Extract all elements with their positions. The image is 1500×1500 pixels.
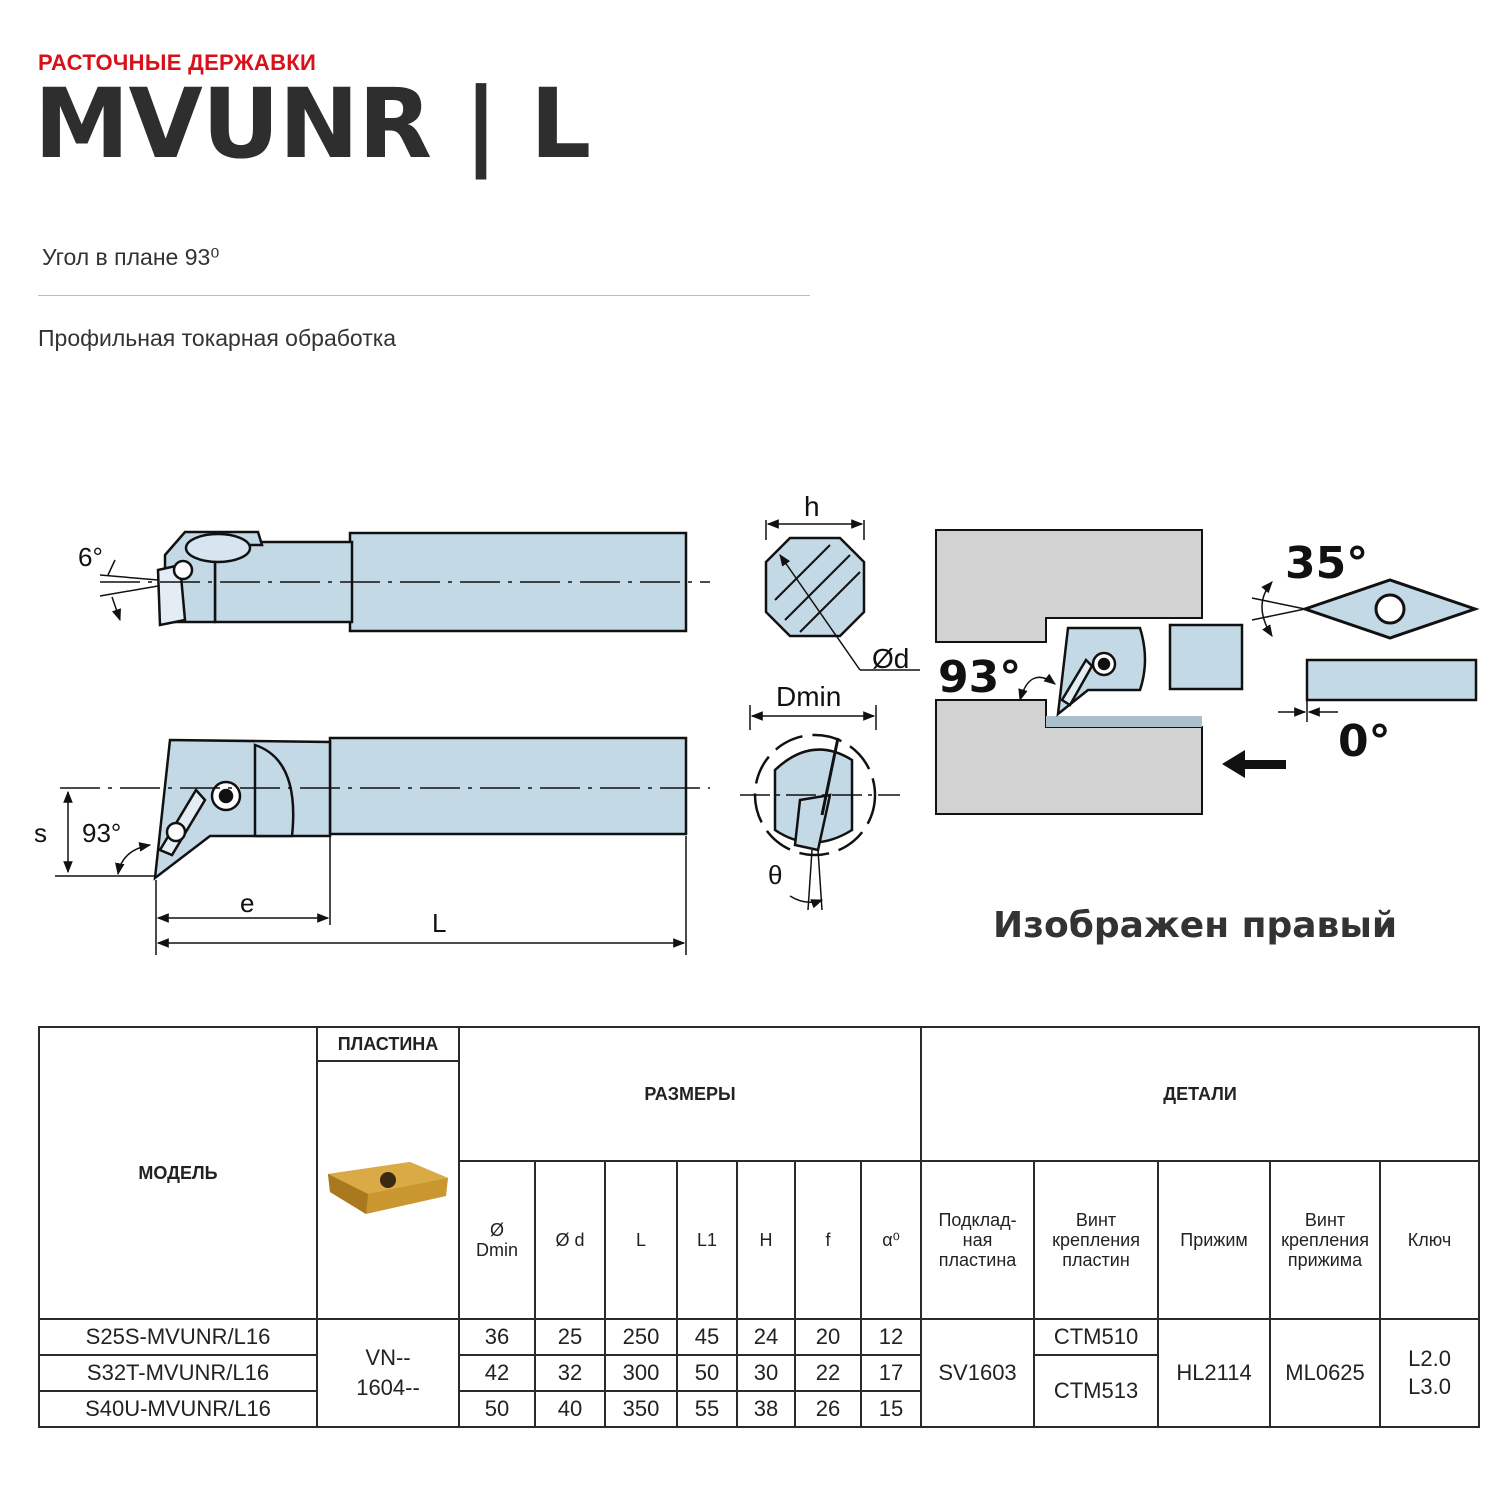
col-L: L [604,1160,678,1320]
header-model: МОДЕЛЬ [38,1026,318,1320]
subtitle: Профильная токарная обработка [38,325,397,351]
dim-cell: 300 [604,1354,678,1392]
feed-arrow-icon [1222,750,1286,778]
model-cell: S40U-MVUNR/L16 [38,1390,318,1428]
col-d: Ø d [534,1160,606,1320]
dim-cell: 32 [534,1354,606,1392]
label-angle-35: 35° [1285,538,1368,589]
shank-section [764,536,866,638]
dim-cell: 50 [458,1390,536,1428]
label-theta: θ [768,860,782,890]
dim-cell: 26 [794,1390,862,1428]
col-L1: L1 [676,1160,738,1320]
label-h: h [804,491,820,522]
label-angle-93-big: 93° [938,652,1021,703]
dim-cell: 40 [534,1390,606,1428]
col-alpha: α⁰ [859,1160,923,1320]
insert-diamond [1300,578,1480,640]
dim-cell: 38 [736,1390,796,1428]
model-cell: S32T-MVUNR/L16 [38,1354,318,1392]
dim-cell: 22 [794,1354,862,1392]
dim-cell: 20 [794,1318,862,1356]
side-view-bar [153,736,688,881]
dim-cell: 250 [604,1318,678,1356]
header-insert: ПЛАСТИНА [316,1026,460,1062]
label-L: L [432,908,446,938]
technical-drawing: 6° s 93° e L h Ød Dmin [34,491,1480,955]
screw-top-cell: CTM510 [1033,1318,1160,1356]
angle-info: Угол в плане 93⁰ [42,244,220,270]
label-angle-0: 0° [1338,716,1391,767]
label-angle-6: 6° [78,542,103,572]
col-f: f [794,1160,862,1320]
label-e: e [240,888,254,918]
dim-cell: 17 [859,1354,923,1392]
header-dimensions: РАЗМЕРЫ [457,1026,923,1162]
dmin-section [753,733,877,857]
col-dmin: Ø Dmin [458,1160,536,1320]
drawing-caption: Изображен правый [993,905,1398,946]
col-key: Ключ [1379,1160,1481,1320]
shim-cell: SV1603 [920,1318,1036,1428]
divider [38,295,810,296]
dim-cell: 45 [676,1318,738,1356]
label-angle-93-side: 93° [82,818,121,848]
dim-cell: 12 [859,1318,923,1356]
label-od: Ød [872,643,909,674]
dim-cell: 50 [676,1354,738,1392]
table-row: S40U-MVUNR/L16 50 40 350 55 38 26 15 [38,1390,1479,1428]
insert-image-cell [316,1060,460,1320]
col-clamp: Прижим [1157,1160,1272,1320]
insert-image [328,1161,448,1214]
dim-cell: 350 [604,1390,678,1428]
label-dmin: Dmin [776,681,841,712]
category-label: РАСТОЧНЫЕ ДЕРЖАВКИ [38,50,317,75]
workpiece [935,529,1203,815]
col-clamp-screw: Винт крепления прижима [1269,1160,1382,1320]
spec-table: МОДЕЛЬ ПЛАСТИНА РАЗМЕРЫ ДЕТАЛИ Ø Dmin Ø … [38,1026,1481,1428]
table-row: S25S-MVUNR/L16 VN-- 1604-- 36 25 250 45 … [38,1318,1481,1428]
clamp-screw-cell: ML0625 [1269,1318,1382,1428]
boring-tool-in-bore [1056,623,1244,717]
col-insert-screw: Винт крепления пластин [1033,1160,1160,1320]
header-details: ДЕТАЛИ [920,1026,1481,1162]
dim-cell: 15 [859,1390,923,1428]
dim-cell: 42 [458,1354,536,1392]
insert-side [1305,658,1478,702]
page-title: MVUNR | L [34,68,591,180]
col-H: H [736,1160,796,1320]
insert-code: VN-- 1604-- [316,1318,460,1428]
dim-cell: 24 [736,1318,796,1356]
label-s: s [34,818,47,848]
key-cell: L2.0 L3.0 [1379,1318,1481,1428]
clamp-cell: HL2114 [1157,1318,1272,1428]
screw-bottom-cell: CTM513 [1033,1354,1160,1428]
table-row: S32T-MVUNR/L16 42 32 300 50 30 22 17 CTM… [38,1354,1479,1428]
model-cell: S25S-MVUNR/L16 [38,1318,318,1356]
dim-cell: 30 [736,1354,796,1392]
dim-cell: 55 [676,1390,738,1428]
dim-cell: 25 [534,1318,606,1356]
dim-cell: 36 [458,1318,536,1356]
col-shim: Подклад- ная пластина [920,1160,1036,1320]
